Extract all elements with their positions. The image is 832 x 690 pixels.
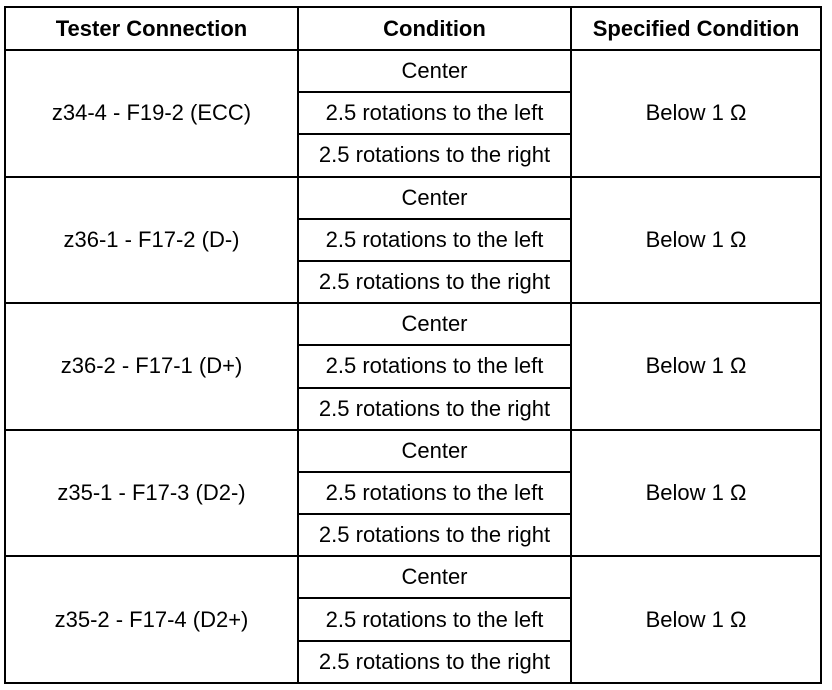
header-tester-connection: Tester Connection xyxy=(4,6,299,51)
tester-connection-cell: z35-1 - F17-3 (D2-) xyxy=(4,428,299,558)
condition-cell: 2.5 rotations to the left xyxy=(297,344,572,389)
table-row: 2.5 rotations to the right xyxy=(5,513,821,558)
condition-cell: 2.5 rotations to the left xyxy=(297,217,572,262)
table-row: 2.5 rotations to the left xyxy=(5,217,821,262)
table-row: z36-2 - F17-1 (D+) Center Below 1 Ω xyxy=(4,302,822,431)
tester-connection-cell: z35-2 - F17-4 (D2+) xyxy=(4,555,299,684)
condition-cell: 2.5 rotations to the right xyxy=(297,259,572,305)
specified-condition-cell: Below 1 Ω xyxy=(570,555,822,684)
table-row: z35-2 - F17-4 (D2+) Center Below 1 Ω xyxy=(4,555,822,684)
table-row: 2.5 rotations to the right xyxy=(5,386,821,431)
specification-table: Tester Connection Condition Specified Co… xyxy=(4,6,822,685)
table-row: z34-4 - F19-2 (ECC) Center Below 1 Ω xyxy=(4,48,822,178)
condition-cell: 2.5 rotations to the left xyxy=(297,91,572,136)
table-row: 2.5 rotations to the left xyxy=(5,91,821,136)
condition-cell: Center xyxy=(297,175,572,220)
condition-cell: Center xyxy=(297,302,572,347)
table-row: 2.5 rotations to the right xyxy=(5,639,821,685)
specified-condition-cell: Below 1 Ω xyxy=(570,49,822,178)
tester-connection-cell: z34-4 - F19-2 (ECC) xyxy=(4,49,299,178)
table-row: 2.5 rotations to the left xyxy=(5,470,821,516)
condition-cell: 2.5 rotations to the right xyxy=(297,639,572,685)
table-row: z36-1 - F17-2 (D-) Center Below 1 Ω xyxy=(4,175,822,305)
tester-connection-cell: z36-1 - F17-2 (D-) xyxy=(4,175,299,305)
specified-condition-cell: Below 1 Ω xyxy=(570,302,822,431)
condition-cell: 2.5 rotations to the left xyxy=(297,470,572,516)
condition-cell: 2.5 rotations to the left xyxy=(297,597,572,642)
header-row: Tester Connection Condition Specified Co… xyxy=(4,6,822,51)
condition-cell: Center xyxy=(297,555,572,600)
header-specified-condition: Specified Condition xyxy=(570,6,822,51)
table-row: 2.5 rotations to the left xyxy=(5,597,821,642)
specified-condition-cell: Below 1 Ω xyxy=(570,428,822,558)
table-row: 2.5 rotations to the right xyxy=(5,259,821,305)
condition-cell: 2.5 rotations to the right xyxy=(297,386,572,431)
condition-cell: Center xyxy=(297,48,572,94)
table-row: z35-1 - F17-3 (D2-) Center Below 1 Ω xyxy=(4,428,822,558)
header-condition: Condition xyxy=(297,6,572,51)
tester-connection-cell: z36-2 - F17-1 (D+) xyxy=(4,302,299,431)
specified-condition-cell: Below 1 Ω xyxy=(570,175,822,305)
condition-cell: Center xyxy=(297,428,572,473)
table-row: 2.5 rotations to the right xyxy=(5,133,821,178)
table-row: 2.5 rotations to the left xyxy=(5,344,821,389)
condition-cell: 2.5 rotations to the right xyxy=(297,133,572,178)
condition-cell: 2.5 rotations to the right xyxy=(297,513,572,558)
